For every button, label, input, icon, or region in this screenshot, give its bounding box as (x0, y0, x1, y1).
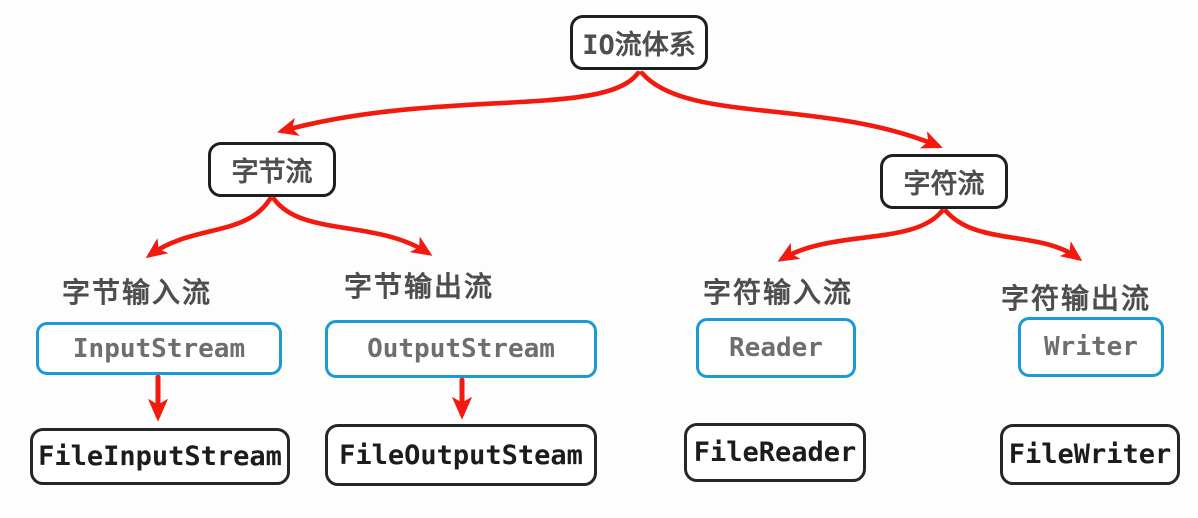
root-node-io-stream-system: IO流体系 (570, 15, 708, 70)
class-node-reader: Reader (696, 318, 856, 378)
arrow-char-stream-to-char-output (943, 208, 1083, 262)
branch-node-char-stream: 字符流 (880, 154, 1008, 209)
category-label-byte-output-stream: 字节输出流 (344, 271, 495, 302)
subclass-node-label: FileOutputSteam (339, 439, 583, 471)
class-node-label: OutputStream (367, 334, 555, 364)
arrow-root-to-char-stream (639, 70, 943, 149)
class-node-label: Writer (1044, 332, 1138, 362)
class-node-outputstream: OutputStream (325, 320, 597, 378)
branch-node-byte-stream: 字节流 (208, 142, 336, 197)
arrow-root-to-byte-stream (276, 70, 641, 136)
category-label-byte-input-stream: 字节输入流 (62, 277, 213, 308)
subclass-node-fileinputstream: FileInputStream (30, 428, 290, 485)
subclass-node-fileoutputsteam: FileOutputSteam (325, 424, 597, 486)
arrow-byte-stream-to-byte-input (145, 196, 273, 259)
class-node-inputstream: InputStream (36, 322, 282, 375)
subclass-node-label: FileWriter (1008, 439, 1172, 470)
subclass-node-label: FileInputStream (38, 441, 282, 472)
branch-node-label: 字符流 (903, 169, 985, 200)
category-label-char-output-stream: 字符输出流 (1001, 283, 1152, 314)
arrow-char-stream-to-char-input (777, 208, 945, 262)
subclass-node-filereader: FileReader (684, 423, 866, 482)
arrow-byte-stream-to-byte-output (271, 196, 433, 256)
class-node-label: Reader (729, 333, 823, 363)
class-node-label: InputStream (72, 333, 246, 364)
branch-node-label: 字节流 (231, 157, 313, 188)
class-node-writer: Writer (1018, 317, 1164, 377)
subclass-node-label: FileReader (693, 437, 857, 468)
subclass-node-filewriter: FileWriter (1000, 424, 1180, 485)
category-label-char-input-stream: 字符输入流 (703, 277, 854, 308)
root-node-label: IO流体系 (582, 30, 696, 61)
